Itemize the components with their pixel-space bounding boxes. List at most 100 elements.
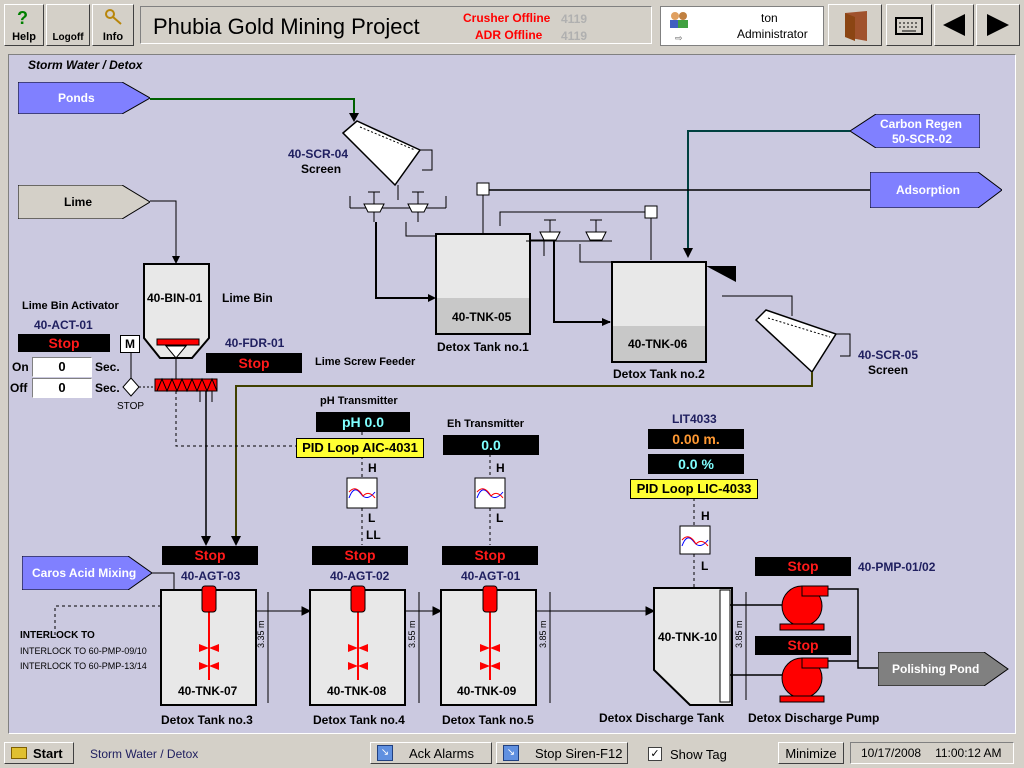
- pump-tag: 40-PMP-01/02: [858, 560, 936, 574]
- minimize-button[interactable]: Minimize: [778, 742, 844, 764]
- stop-siren-button[interactable]: ↘ Stop Siren-F12: [496, 742, 628, 764]
- arrow-feeder-to-agt03: [201, 536, 211, 546]
- trend-icon-ph: [346, 477, 378, 509]
- adsorption-link[interactable]: Adsorption: [870, 172, 1002, 208]
- tnk05-label: Detox Tank no.1: [437, 340, 529, 354]
- user-panel[interactable]: ⇨ ton Administrator: [660, 6, 824, 46]
- activator-status[interactable]: Stop: [18, 334, 110, 352]
- tnk05-tag[interactable]: 40-TNK-05: [452, 310, 512, 324]
- tnk07-height: 3.35 m: [256, 620, 266, 648]
- next-button[interactable]: [976, 4, 1020, 46]
- polishing-pond-link[interactable]: Polishing Pond: [878, 652, 1010, 686]
- lit-percent-value: 0.0 %: [648, 454, 744, 474]
- tnk06-shape: [611, 261, 793, 363]
- lime-pipe: [150, 200, 177, 262]
- screen05-label: Screen: [868, 363, 909, 377]
- title-box: Phubia Gold Mining Project 4119 4119 Cru…: [140, 6, 652, 44]
- login-arrow-icon: ⇨: [675, 33, 683, 43]
- trend-icon-level: [679, 525, 711, 555]
- pump-label: Detox Discharge Pump: [748, 711, 880, 725]
- siren-icon: ↘: [503, 745, 519, 761]
- ph-pid-loop-button[interactable]: PID Loop AIC-4031: [296, 438, 424, 458]
- help-icon: ?: [17, 8, 28, 28]
- bin-tag[interactable]: 40-BIN-01: [147, 291, 203, 305]
- tnk08-shape: [309, 585, 420, 706]
- lit-low-label: L: [701, 559, 709, 573]
- previous-button[interactable]: [934, 4, 974, 46]
- lime-arrow-shape: [18, 185, 150, 219]
- time-display: 11:00:12 AM: [935, 746, 1002, 760]
- level-pid-loop-button[interactable]: PID Loop LIC-4033: [630, 479, 758, 499]
- feeder-label: Lime Screw Feeder: [315, 356, 416, 368]
- lime-link[interactable]: Lime: [18, 185, 150, 219]
- eh-low-label: L: [496, 511, 504, 525]
- exit-door-button[interactable]: [828, 4, 882, 46]
- tnk08-tag[interactable]: 40-TNK-08: [327, 684, 387, 698]
- ponds-arrowhead: [349, 113, 359, 122]
- crusher-status: Crusher Offline: [463, 11, 551, 25]
- help-button[interactable]: ? Help: [4, 4, 44, 46]
- lime-arrowhead: [172, 256, 180, 264]
- tnk07-shape: [160, 585, 269, 706]
- eh-high-label: H: [496, 461, 505, 475]
- pump2-status[interactable]: Stop: [755, 636, 851, 655]
- stop-label: STOP: [117, 401, 145, 412]
- show-tag-label: Show Tag: [670, 746, 727, 762]
- status-bar: Start Storm Water / Detox ↘ Ack Alarms ↘…: [0, 738, 1024, 768]
- screen-05-shape: [754, 309, 851, 374]
- agt01-status[interactable]: Stop: [442, 546, 538, 565]
- ack-alarms-button[interactable]: ↘ Ack Alarms: [370, 742, 492, 764]
- agt02-tag: 40-AGT-02: [330, 569, 390, 583]
- top-toolbar: ? Help Logoff Info Phubia Gold Mining Pr…: [0, 0, 1024, 50]
- lime-label: Lime: [64, 195, 93, 209]
- caros-acid-link[interactable]: Caros Acid Mixing: [22, 556, 152, 590]
- agt03-tag: 40-AGT-03: [181, 569, 241, 583]
- tnk10-tag[interactable]: 40-TNK-10: [658, 630, 718, 644]
- carbon-regen-arrow-shape: [850, 114, 980, 148]
- screen04-tag: 40-SCR-04: [288, 147, 349, 161]
- tnk09-tag[interactable]: 40-TNK-09: [457, 684, 517, 698]
- feeder-status[interactable]: Stop: [206, 353, 302, 373]
- tnk09-label: Detox Tank no.5: [442, 713, 534, 727]
- arrow-to-tnk05: [428, 294, 436, 302]
- arrow-right-icon: [987, 14, 1009, 36]
- key-icon: [105, 9, 122, 25]
- logoff-button[interactable]: Logoff: [46, 4, 90, 46]
- agt03-status[interactable]: Stop: [162, 546, 258, 565]
- screen04-label: Screen: [301, 162, 342, 176]
- arrow-to-tnk06: [602, 318, 611, 326]
- check-icon: ✓: [648, 747, 662, 761]
- tnk09-shape: [440, 585, 551, 706]
- info-button[interactable]: Info: [92, 4, 134, 46]
- ph-high-label: H: [368, 461, 377, 475]
- ponds-pipe: [150, 98, 355, 118]
- tnk06-tag[interactable]: 40-TNK-06: [628, 337, 688, 351]
- keyboard-button[interactable]: [886, 4, 932, 46]
- app-title: Phubia Gold Mining Project: [153, 14, 420, 39]
- tnk08-height: 3.55 m: [407, 620, 417, 648]
- lit-title: LIT4033: [672, 412, 717, 426]
- off-label: Off: [10, 381, 28, 395]
- tnk10-label: Detox Discharge Tank: [599, 711, 725, 725]
- ghost-text-1: 4119: [561, 12, 588, 26]
- ghost-text-2: 4119: [561, 29, 588, 43]
- screen05-tag: 40-SCR-05: [858, 348, 919, 362]
- carbon-regen-link[interactable]: Carbon Regen 50-SCR-02: [850, 114, 980, 148]
- control-signal-lines: [54, 391, 695, 635]
- tnk07-tag[interactable]: 40-TNK-07: [178, 684, 238, 698]
- pump1-status[interactable]: Stop: [755, 557, 851, 576]
- ponds-link[interactable]: Ponds: [18, 82, 150, 114]
- tnk07-label: Detox Tank no.3: [161, 713, 253, 727]
- agt02-status[interactable]: Stop: [312, 546, 408, 565]
- start-button[interactable]: Start: [4, 742, 74, 764]
- trend-icon-eh: [474, 477, 506, 509]
- carbon-regen-pipe: [687, 130, 850, 254]
- activator-mode-button[interactable]: M: [120, 335, 140, 353]
- show-tag-checkbox[interactable]: ✓ Show Tag: [648, 745, 758, 763]
- on-seconds-input[interactable]: 0: [32, 357, 92, 377]
- off-seconds-input[interactable]: 0: [32, 378, 92, 398]
- ponds-arrow-shape: [18, 82, 150, 114]
- valve-box-1: [476, 182, 490, 196]
- caros-arrow-shape: [22, 556, 152, 590]
- arrow-to-agt03: [231, 536, 241, 546]
